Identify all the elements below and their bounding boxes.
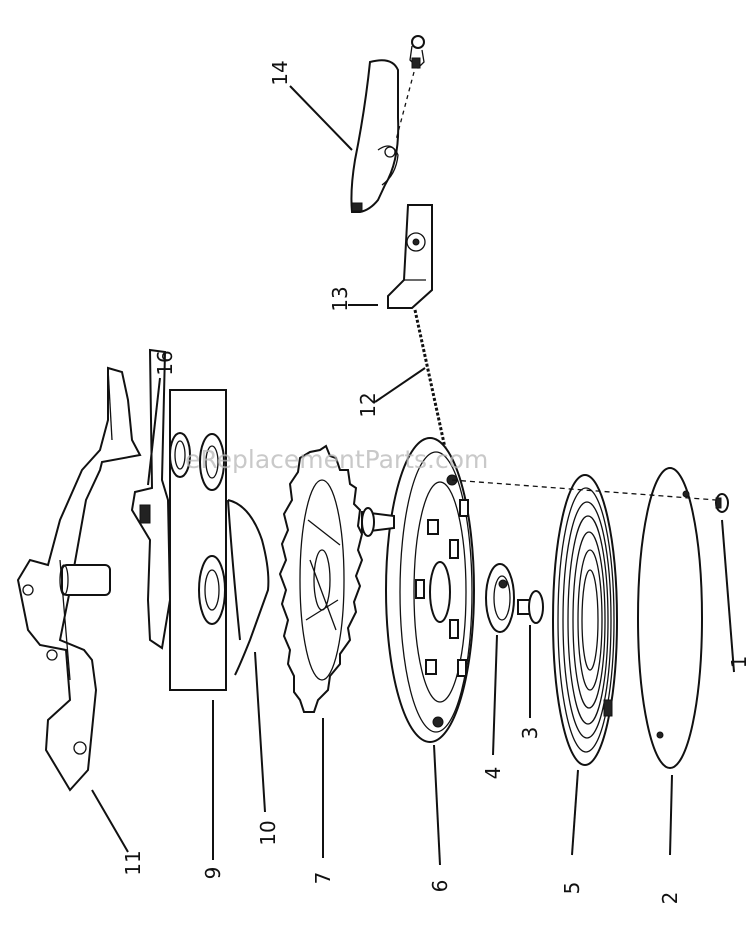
callout-14: 14 [268, 60, 292, 85]
callout-16: 16 [153, 350, 177, 375]
part-7-sprocket [278, 444, 364, 713]
callout-4: 4 [481, 767, 505, 780]
part-11-spacer-tube [59, 564, 111, 596]
part-11-frame [16, 366, 142, 792]
part-3-screw [517, 590, 544, 624]
callout-6: 6 [428, 880, 452, 893]
part-9-plate [169, 389, 227, 691]
part-6-pulley [361, 437, 475, 743]
callout-7: 7 [311, 872, 335, 885]
callout-labels: 1 2 3 4 5 6 7 9 10 11 12 13 14 16 [121, 60, 750, 904]
part-5-rewind-spring [552, 474, 618, 766]
part-2-cover [637, 467, 703, 769]
part-14-screw [409, 35, 425, 69]
part-4-retainer [485, 563, 515, 633]
callout-1: 1 [727, 656, 750, 669]
callout-10: 10 [256, 820, 280, 845]
callout-11: 11 [121, 850, 145, 875]
alignment-line [451, 479, 717, 501]
part-6-center-bolt [361, 507, 395, 537]
callout-12: 12 [356, 392, 380, 417]
part-12-rod [413, 309, 454, 481]
part-16-pawl [130, 348, 172, 650]
part-10-spring-clip [227, 499, 270, 676]
part-13-bracket [387, 204, 433, 309]
callout-13: 13 [328, 286, 352, 311]
callout-2: 2 [658, 892, 682, 905]
part-1-screw [715, 493, 729, 513]
part-14-lever [350, 35, 425, 213]
callout-3: 3 [518, 727, 542, 740]
leader-lines [91, 85, 735, 866]
callout-5: 5 [560, 882, 584, 895]
callout-9: 9 [201, 867, 225, 880]
watermark: eReplacementParts.com [185, 445, 488, 474]
